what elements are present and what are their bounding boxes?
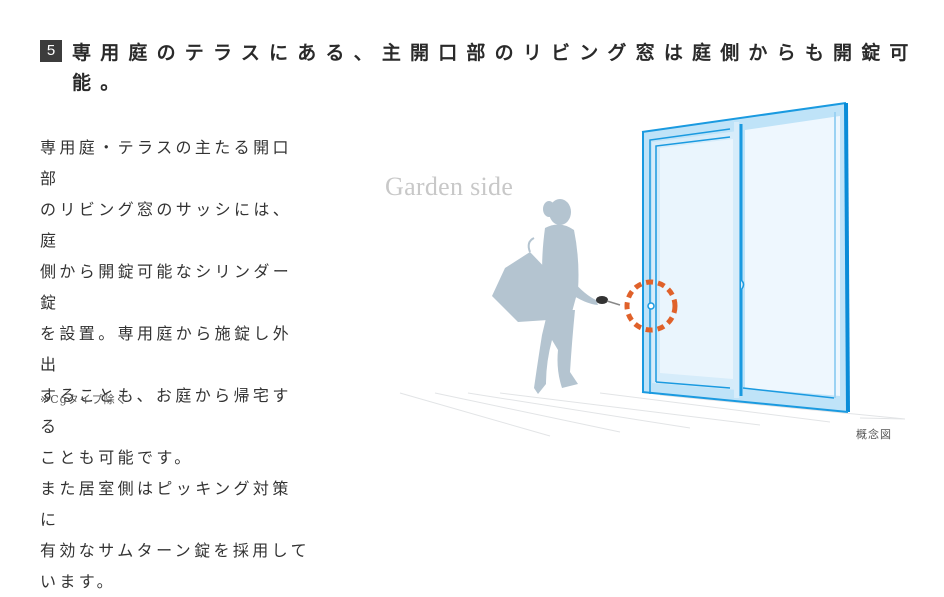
window-illustration — [399, 102, 906, 437]
description-line: います。 — [40, 572, 117, 591]
key-icon — [596, 296, 621, 306]
description-line: 専用庭・テラスの主たる開口部 — [40, 138, 292, 188]
concept-diagram-caption: 概念図 — [856, 428, 892, 441]
description-line: 有効なサムターン錠を採用して — [40, 541, 311, 560]
window-handle-icon — [740, 279, 745, 291]
description-line: ことも可能です。 — [40, 448, 194, 467]
footnote: ※Cgタイプ除く — [40, 393, 128, 406]
section-number-badge: 5 — [40, 40, 62, 62]
sliding-window-icon — [641, 102, 850, 413]
description-line: 側から開錠可能なシリンダー錠 — [40, 262, 293, 312]
description-line: を設置。専用庭から施錠し外出 — [40, 324, 293, 374]
woman-silhouette-icon — [492, 199, 598, 394]
floor-lines-icon — [399, 392, 906, 437]
description-line: することも、お庭から帰宅する — [40, 386, 292, 436]
section-heading: 5 専用庭のテラスにある、主開口部のリビング窓は庭側からも開錠可能。 — [40, 38, 920, 98]
lock-highlight-circle-icon — [624, 279, 678, 333]
garden-side-label: Garden side — [385, 172, 514, 201]
section-title: 専用庭のテラスにある、主開口部のリビング窓は庭側からも開錠可能。 — [72, 42, 918, 94]
cylinder-lock-icon — [647, 302, 655, 310]
description-line: のリビング窓のサッシには、庭 — [40, 200, 293, 250]
description-line: また居室側はピッキング対策に — [40, 479, 292, 529]
